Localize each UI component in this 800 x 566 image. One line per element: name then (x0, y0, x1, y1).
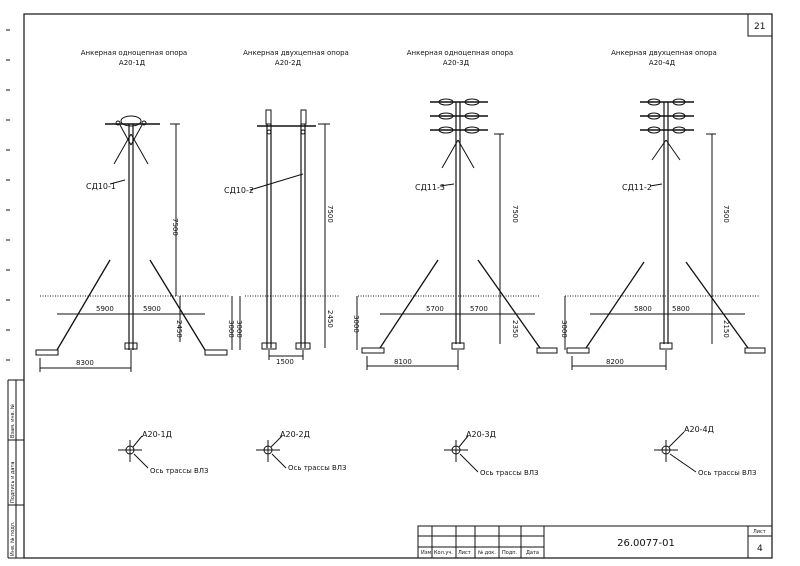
pole-4-dim-total: 8200 (606, 358, 624, 366)
pole-4-dim-height: 7500 (722, 205, 730, 223)
pole-3-dim-depth: 2350 (511, 320, 519, 338)
side-strip (6, 29, 24, 559)
side-label-podp: Подпись и дата (10, 462, 16, 503)
plan-symbol-2 (256, 435, 287, 469)
pole-2-dim-height: 7500 (326, 205, 334, 223)
stamp-col-izm: Изм. (421, 550, 433, 556)
pole-2-dim-depth: 2450 (326, 310, 334, 328)
pole-4-dim-right: 5800 (672, 305, 690, 313)
pole-3-dim-left: 5700 (426, 305, 444, 313)
plan-2-label: А20-2Д (280, 430, 310, 439)
sheet-number: 4 (757, 544, 763, 554)
pole-1-dim-right: 5900 (143, 305, 161, 313)
pole-4-dim-anchor: 3000 (560, 320, 568, 338)
document-code: 26.0077-01 (617, 538, 675, 549)
pole-2-post-label: СД10-2 (224, 186, 254, 195)
pole-2-dim-anchor: 3000 (235, 320, 243, 338)
pole-1-title: Анкерная одноцепная опора (81, 49, 187, 57)
pole-4-title: Анкерная двухцепная опора (611, 49, 717, 57)
pole-a20-3d-drawing (356, 98, 558, 370)
title-block (417, 525, 773, 559)
pole-a20-1d-drawing (35, 115, 233, 372)
plan-1-axis: Ось трассы ВЛЗ (150, 467, 209, 475)
pole-a20-4d-drawing (564, 98, 766, 370)
stamp-col-kol: Кол.уч. (434, 550, 453, 556)
pole-1-dim-depth: 2450 (175, 320, 183, 338)
plan-3-axis: Ось трассы ВЛЗ (480, 469, 539, 477)
page-number: 21 (754, 22, 765, 32)
pole-3-dim-right: 5700 (470, 305, 488, 313)
stamp-col-date: Дата (526, 550, 539, 556)
plan-4-label: А20-4Д (684, 425, 714, 434)
plan-1-label: А20-1Д (142, 430, 172, 439)
pole-1-dim-height: 7500 (171, 218, 179, 236)
pole-3-post-label: СД11-3 (415, 183, 445, 192)
pole-3-title: Анкерная одноцепная опора (407, 49, 513, 57)
pole-1-code: А20-1Д (119, 59, 146, 67)
stamp-col-doc: № док. (478, 550, 496, 556)
stamp-col-list: Лист (458, 550, 471, 556)
side-label-inv: Инв. № подл. (10, 521, 16, 556)
page-number-box (747, 13, 773, 37)
plan-4-axis: Ось трассы ВЛЗ (698, 469, 757, 477)
side-label-vzam: Взам. инв. № (10, 403, 16, 438)
pole-3-dim-height: 7500 (511, 205, 519, 223)
sheet-frame (23, 13, 773, 559)
pole-1-dim-total: 8300 (76, 359, 94, 367)
pole-1-post-label: СД10-1 (86, 182, 116, 191)
pole-2-code: А20-2Д (275, 59, 302, 67)
sheet-label: Лист (753, 529, 766, 535)
plan-symbol-3 (444, 435, 479, 473)
pole-3-dim-total: 8100 (394, 358, 412, 366)
plan-2-axis: Ось трассы ВЛЗ (288, 464, 347, 472)
pole-2-dim-spacing: 1500 (276, 358, 294, 366)
pole-4-code: А20-4Д (649, 59, 676, 67)
plan-symbol-1 (118, 435, 149, 469)
pole-2-title: Анкерная двухцепная опора (243, 49, 349, 57)
pole-4-post-label: СД11-2 (622, 183, 652, 192)
plan-symbol-4 (654, 431, 697, 473)
pole-1-dim-anchor: 3000 (227, 320, 235, 338)
stamp-col-podp: Подп. (502, 550, 518, 556)
pole-4-dim-depth: 2150 (722, 320, 730, 338)
pole-3-dim-anchor: 3000 (352, 315, 360, 333)
pole-1-dim-left: 5900 (96, 305, 114, 313)
pole-a20-2d-drawing (239, 109, 330, 360)
pole-4-dim-left: 5800 (634, 305, 652, 313)
pole-3-code: А20-3Д (443, 59, 470, 67)
plan-3-label: А20-3Д (466, 430, 496, 439)
